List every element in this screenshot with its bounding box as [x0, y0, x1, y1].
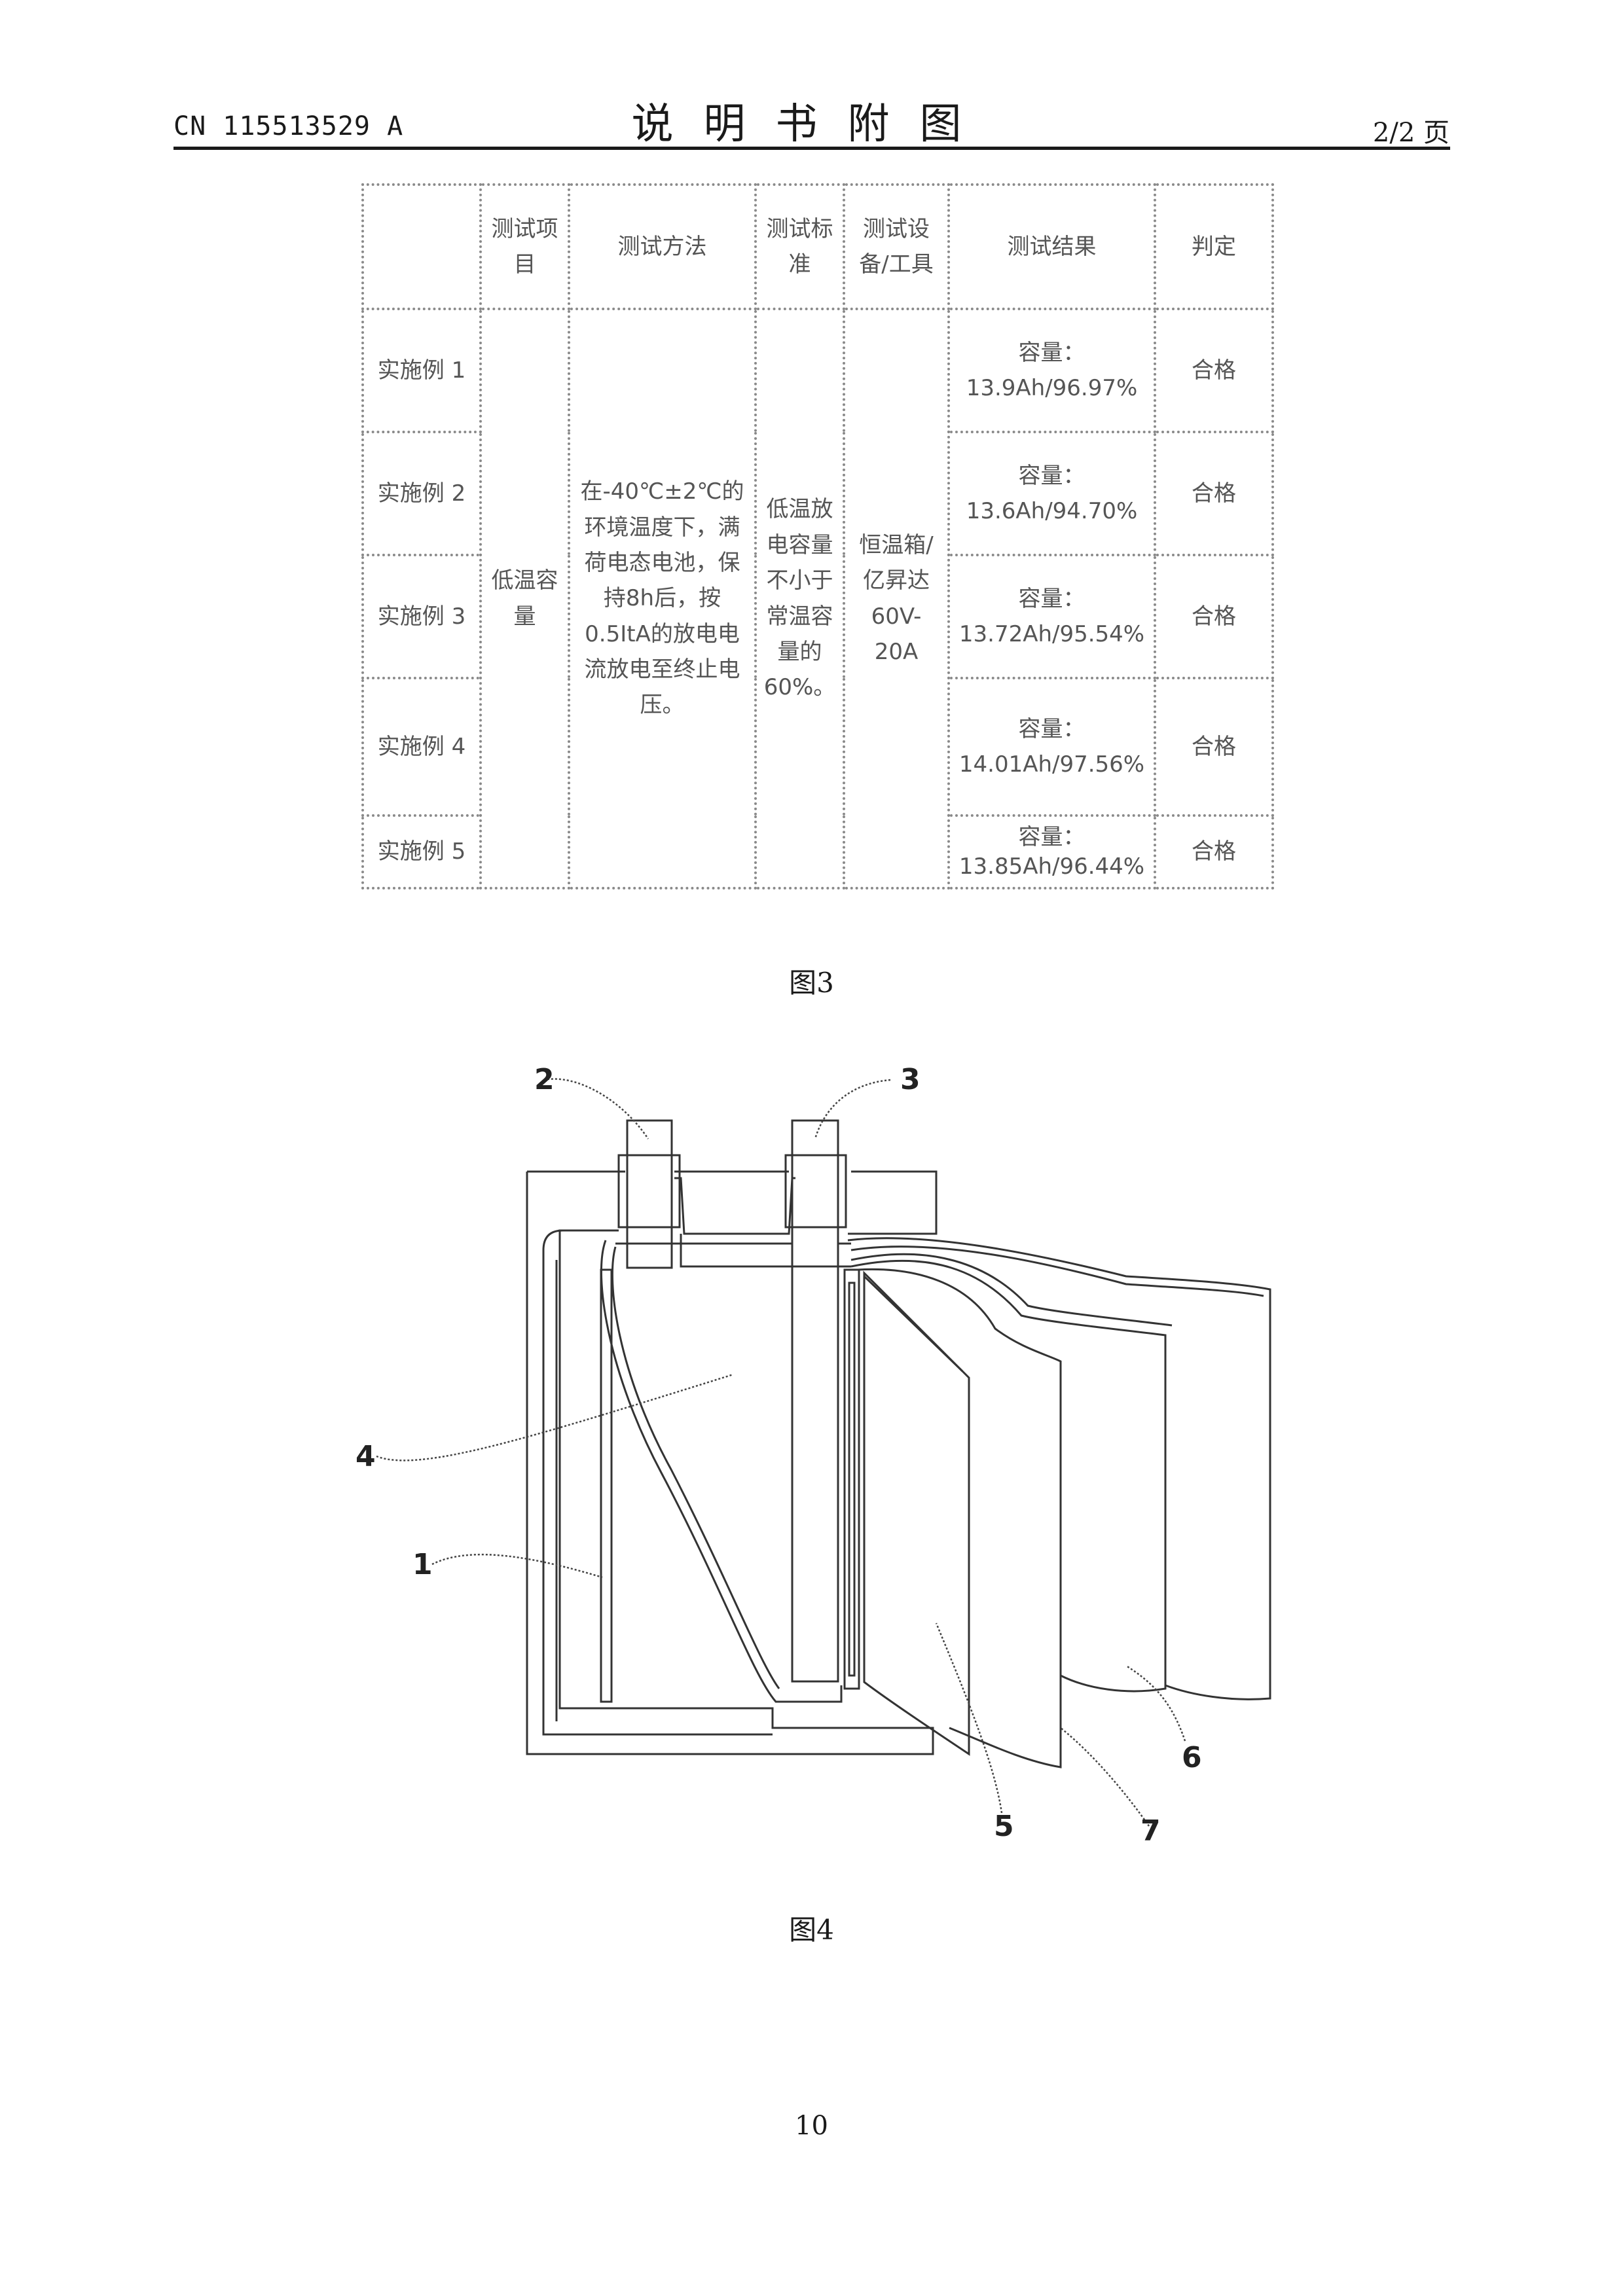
example-cell: 实施例 3	[361, 554, 482, 679]
test-equipment-cell: 恒温箱/亿昇达60V-20A	[843, 308, 950, 889]
example-cell: 实施例 2	[361, 431, 482, 556]
housing-outline	[526, 1172, 934, 1755]
page-info: 2/2 页	[1372, 118, 1450, 148]
table-row: 实施例 3 容量： 13.72Ah/95.54% 合格	[361, 554, 1274, 679]
top-cap	[680, 1234, 851, 1268]
test-results-table: 测试项目 测试方法 测试标准 测试设备/工具 测试结果 判定 实施例 1 低温容…	[361, 183, 1274, 889]
verdict-cell: 合格	[1154, 814, 1274, 889]
leader-line	[1060, 1727, 1150, 1827]
result-label: 容量：	[1018, 585, 1085, 612]
back-casing	[847, 1237, 1271, 1700]
cell-body-edge	[611, 1246, 780, 1689]
tab-3-insulator	[784, 1154, 847, 1229]
header-cell: 判定	[1154, 183, 1274, 310]
inner-frame	[542, 1229, 773, 1736]
header-cell: 测试设备/工具	[843, 183, 950, 310]
verdict-cell: 合格	[1154, 308, 1274, 433]
sheet-5	[863, 1275, 964, 1372]
result-value: 13.6Ah/94.70%	[966, 498, 1138, 524]
result-cell: 容量： 13.9Ah/96.97%	[947, 308, 1156, 433]
figure3-caption: 图3	[789, 967, 834, 999]
example-cell: 实施例 1	[361, 308, 482, 433]
result-cell: 容量： 13.6Ah/94.70%	[947, 431, 1156, 556]
result-value: 13.85Ah/96.44%	[958, 853, 1145, 880]
result-label: 容量：	[1018, 824, 1085, 851]
top-cap	[674, 1177, 795, 1235]
leader-line	[431, 1553, 603, 1579]
test-standard-cell: 低温放电容量不小于常温容量的60%。	[754, 308, 845, 889]
label-5: 5	[994, 1810, 1014, 1843]
table-row: 实施例 2 容量： 13.6Ah/94.70% 合格	[361, 431, 1274, 556]
tab-2	[626, 1119, 673, 1269]
header-cell: 测试标准	[754, 183, 845, 310]
test-item-cell: 低温容量	[479, 308, 570, 889]
sheet-6	[850, 1253, 1173, 1327]
result-cell: 容量：13.85Ah/96.44%	[947, 814, 1156, 889]
result-cell: 容量： 13.72Ah/95.54%	[947, 554, 1156, 679]
verdict-cell: 合格	[1154, 677, 1274, 817]
figure4-caption: 图4	[789, 1914, 834, 1946]
result-label: 容量：	[1018, 339, 1085, 366]
result-label: 容量：	[1018, 715, 1085, 742]
electrode-strip	[848, 1282, 856, 1677]
result-label: 容量：	[1018, 462, 1085, 489]
result-value: 13.9Ah/96.97%	[966, 375, 1138, 401]
leader-line	[1125, 1664, 1186, 1742]
table-row: 实施例 4 容量： 14.01Ah/97.56% 合格	[361, 677, 1274, 817]
label-4: 4	[356, 1440, 376, 1473]
verdict-cell: 合格	[1154, 431, 1274, 556]
label-7: 7	[1140, 1814, 1161, 1848]
electrode-strip	[843, 1268, 860, 1690]
table-row: 实施例 1 低温容量 在-40℃±2℃的环境温度下，满荷电态电池，保持8h后，按…	[361, 308, 1274, 889]
verdict-cell: 合格	[1154, 554, 1274, 679]
page-number: 10	[795, 2111, 828, 2141]
electrode-strip	[600, 1268, 613, 1703]
label-1: 1	[412, 1548, 433, 1581]
example-cell: 实施例 5	[361, 814, 482, 889]
tab-3	[791, 1119, 839, 1683]
leader-line	[543, 1078, 649, 1139]
result-value: 13.72Ah/95.54%	[958, 621, 1145, 647]
sheet-7	[857, 1268, 1062, 1768]
label-2: 2	[534, 1063, 555, 1096]
leader-line	[376, 1373, 734, 1462]
document-number: CN 115513529 A	[173, 111, 404, 141]
label-6: 6	[1182, 1741, 1202, 1774]
table-row: 实施例 5 容量：13.85Ah/96.44% 合格	[361, 814, 1274, 889]
example-cell: 实施例 4	[361, 677, 482, 817]
page-title: 说明书附图	[631, 100, 992, 149]
header-cell: 测试项目	[479, 183, 570, 310]
result-value: 14.01Ah/97.56%	[958, 751, 1145, 778]
sheet-5	[863, 1270, 970, 1756]
tab-2-insulator	[617, 1154, 681, 1229]
test-method-cell: 在-40℃±2℃的环境温度下，满荷电态电池，保持8h后，按0.5ItA的放电电流…	[568, 308, 757, 889]
back-casing	[850, 1246, 1264, 1297]
leader-line	[814, 1079, 891, 1139]
sheet-6	[850, 1259, 1167, 1693]
header-cell	[361, 183, 482, 310]
cell-body-edge	[600, 1240, 843, 1703]
table-header-row: 测试项目 测试方法 测试标准 测试设备/工具 测试结果 判定	[361, 183, 1274, 310]
result-cell: 容量： 14.01Ah/97.56%	[947, 677, 1156, 817]
label-3: 3	[900, 1063, 921, 1096]
header-cell: 测试方法	[568, 183, 757, 310]
header-cell: 测试结果	[947, 183, 1156, 310]
housing-outline	[848, 1170, 938, 1235]
leader-line	[935, 1623, 1003, 1814]
header-rule	[173, 147, 1450, 150]
